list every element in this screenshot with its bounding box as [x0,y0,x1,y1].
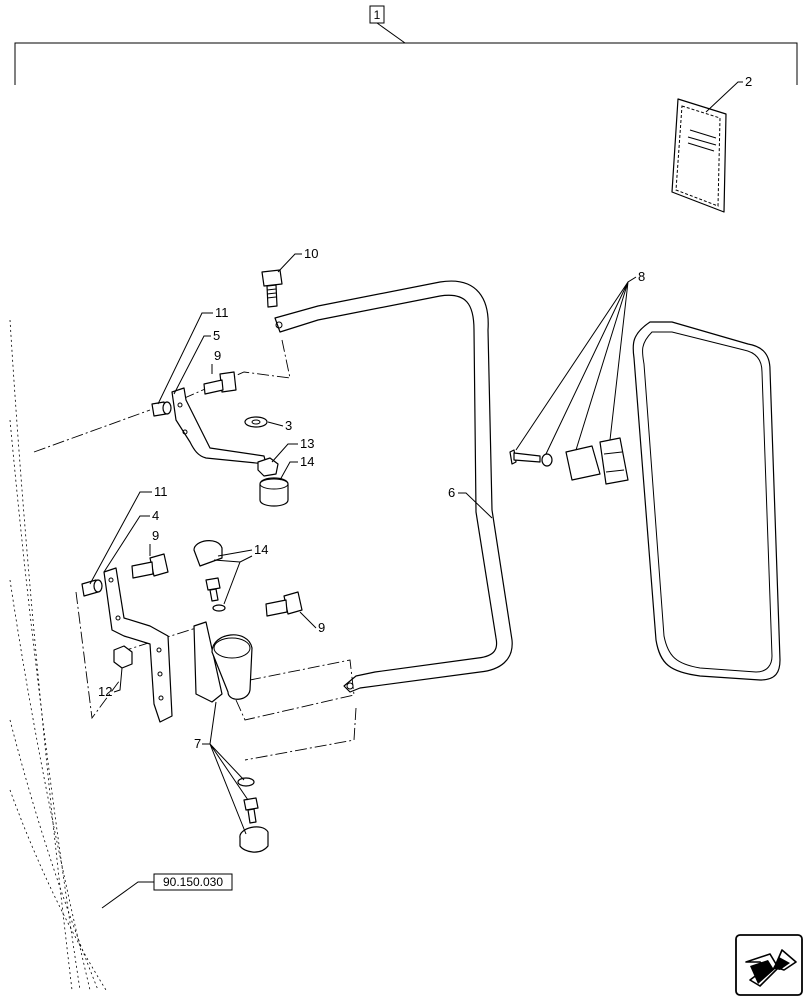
callout-pin-upper: 11 [215,305,229,320]
reference-link[interactable]: 90.150.030 [101,873,233,909]
reference-link-label[interactable]: 90.150.030 [163,875,223,889]
assembly-ref-label: 1 [374,8,381,22]
callout-clamp-set: 8 [638,269,645,284]
assembly-bracket: 1 [14,5,798,85]
callout-bracket-upper: 5 [213,328,220,343]
callout-bolt-lower-right: 9 [318,620,325,635]
callout-damper: 7 [194,736,201,751]
next-page-arrow-icon[interactable] [735,934,803,996]
callout-nut-upper: 13 [300,436,314,451]
upper-mount-group: 11 5 9 3 13 14 [33,305,314,507]
callout-manual: 2 [745,74,752,89]
callout-bushing-lower: 14 [254,542,268,557]
mirror-arm: 6 [274,280,513,693]
operator-manual: 2 [671,74,752,213]
callout-mirror-arm: 6 [448,485,455,500]
callout-bushing-upper: 14 [300,454,314,469]
mirror-head-group: 8 [509,269,781,681]
callout-pin-lower: 11 [154,484,168,499]
callout-washer: 3 [285,418,292,433]
callout-nut-lower: 12 [98,684,112,699]
bolt-top: 10 [261,246,318,308]
callout-bolt-upper: 9 [214,348,221,363]
lower-mount-group: 11 4 9 14 9 12 7 [75,484,357,853]
callout-bolt-lower-left: 9 [152,528,159,543]
callout-bracket-lower: 4 [152,508,159,523]
callout-bolt-top: 10 [304,246,318,261]
cab-frame-edge [9,319,107,991]
